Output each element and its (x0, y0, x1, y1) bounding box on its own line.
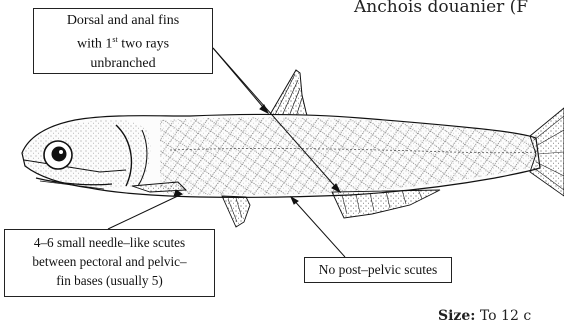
fins-callout: Dorsal and anal fins with 1st two rays u… (33, 8, 213, 74)
fish-head (22, 120, 151, 190)
anal-fin (332, 189, 440, 218)
fins-callout-line-3: unbranched (38, 54, 208, 73)
scutes-callout-line-2: between pectoral and pelvic– (7, 252, 212, 271)
size-label: Size: (438, 308, 475, 324)
fins-callout-line-1: Dorsal and anal fins (38, 11, 208, 30)
fins-callout-line-2: with 1st two rays (38, 30, 208, 54)
scutes-callout-line-1: 4–6 small needle–like scutes (7, 233, 212, 252)
size-note: Size: To 12 c (438, 308, 531, 324)
scutes-callout-line-3: fin bases (usually 5) (7, 271, 212, 290)
post-pelvic-callout: No post–pelvic scutes (304, 257, 452, 283)
scutes-callout: 4–6 small needle–like scutes between pec… (4, 229, 215, 297)
pelvic-fin (222, 196, 250, 227)
fins-callout-line-2-post: two rays (118, 37, 169, 52)
fish-eye (44, 141, 72, 169)
fins-callout-line-2-pre: with 1 (77, 37, 112, 52)
size-value: To 12 c (475, 308, 531, 324)
caudal-fin (530, 108, 564, 196)
post-pelvic-callout-label: No post–pelvic scutes (319, 262, 437, 277)
